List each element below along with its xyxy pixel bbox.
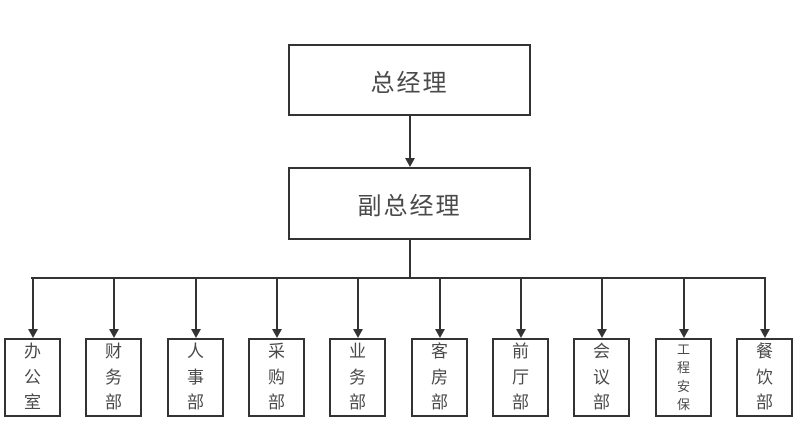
connector-drop-line (600, 277, 603, 330)
connector-drop-arrowhead (759, 329, 770, 338)
dept-column: 采购部 (248, 277, 305, 422)
connector-drop-arrowhead (596, 329, 607, 338)
connector-drop-arrowhead (352, 329, 363, 338)
deputy-label: 副总经理 (357, 193, 462, 220)
dept-box: 工程安保 (655, 338, 712, 417)
dept-column: 财务部 (85, 277, 142, 422)
connector-drop-arrowhead (515, 329, 526, 338)
connector-drop-arrowhead (108, 329, 119, 338)
dept-label: 财务部 (105, 342, 122, 413)
dept-column: 办公室 (4, 277, 61, 422)
dept-label: 办公室 (24, 342, 41, 413)
dept-box: 人事部 (167, 338, 224, 417)
connector-root-to-deputy-arrowhead (405, 158, 415, 167)
dept-box: 办公室 (4, 338, 61, 417)
dept-label: 会议部 (593, 342, 610, 413)
dept-column: 前厅部 (492, 277, 549, 422)
dept-label: 前厅部 (512, 342, 529, 413)
connector-drop-arrowhead (678, 329, 689, 338)
dept-box: 业务部 (329, 338, 386, 417)
connector-deputy-stem (409, 240, 411, 279)
dept-box: 会议部 (573, 338, 630, 417)
connector-drop-arrowhead (190, 329, 201, 338)
connector-drop-arrowhead (434, 329, 445, 338)
dept-label: 工程安保 (676, 342, 690, 412)
dept-column: 客房部 (411, 277, 468, 422)
dept-column: 人事部 (167, 277, 224, 422)
connector-drop-line (112, 277, 115, 330)
connector-horizontal-bus (31, 277, 766, 279)
dept-label: 客房部 (431, 342, 448, 413)
dept-box: 前厅部 (492, 338, 549, 417)
dept-label: 餐饮部 (756, 342, 773, 413)
connector-drop-line (763, 277, 766, 330)
dept-box: 餐饮部 (736, 338, 793, 417)
connector-drop-arrowhead (271, 329, 282, 338)
connector-drop-line (275, 277, 278, 330)
dept-column: 工程安保 (655, 277, 712, 422)
connector-drop-line (31, 277, 34, 330)
dept-label: 人事部 (187, 342, 204, 413)
dept-box: 财务部 (85, 338, 142, 417)
dept-box: 客房部 (411, 338, 468, 417)
root-label: 总经理 (370, 69, 449, 97)
connector-drop-arrowhead (27, 329, 38, 338)
connector-drop-line (194, 277, 197, 330)
dept-label: 采购部 (268, 342, 285, 413)
connector-drop-line (519, 277, 522, 330)
deputy-box: 副总经理 (288, 167, 531, 240)
dept-box: 采购部 (248, 338, 305, 417)
dept-column: 餐饮部 (736, 277, 793, 422)
connector-drop-line (682, 277, 685, 330)
dept-column: 业务部 (329, 277, 386, 422)
connector-drop-line (356, 277, 359, 330)
dept-column: 会议部 (573, 277, 630, 422)
dept-label: 业务部 (349, 342, 366, 413)
connector-drop-line (438, 277, 441, 330)
root-box: 总经理 (288, 44, 531, 116)
connector-root-to-deputy-line (409, 116, 411, 158)
